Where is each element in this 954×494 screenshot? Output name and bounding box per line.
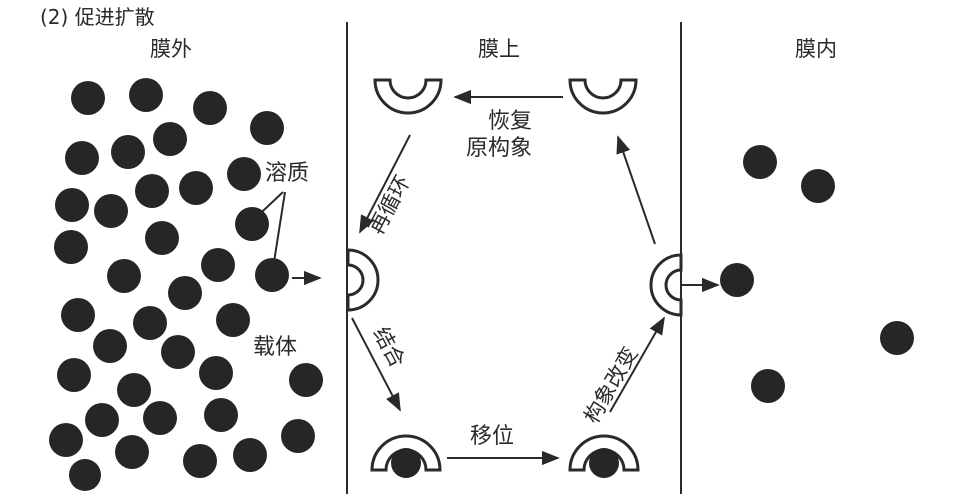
solute-molecule xyxy=(55,188,89,222)
carrier-label: 载体 xyxy=(253,335,297,360)
solute-molecule xyxy=(85,403,119,437)
solute-molecule xyxy=(117,373,151,407)
solute-label: 溶质 xyxy=(265,161,309,186)
carrier-protein xyxy=(568,78,638,115)
return-arrow xyxy=(616,135,656,245)
solute-molecule xyxy=(179,171,213,205)
solute-molecule xyxy=(227,157,261,191)
bind-arrow xyxy=(351,317,401,412)
solute-molecule xyxy=(801,169,835,203)
solute-molecule xyxy=(69,459,101,491)
solute-molecule xyxy=(193,91,227,125)
diagram-title: (2) 促进扩散 xyxy=(40,5,155,29)
solute-pointer-line xyxy=(273,191,286,263)
solute-molecule xyxy=(289,363,323,397)
carrier-recycled xyxy=(373,78,443,115)
solute-molecule xyxy=(111,135,145,169)
solute-molecule xyxy=(143,401,177,435)
solute-molecule xyxy=(201,248,235,282)
solute-molecule xyxy=(199,356,233,390)
solute-molecule xyxy=(183,444,217,478)
recycle-arrow xyxy=(359,134,411,234)
solute-molecule xyxy=(281,419,315,453)
solute-molecule xyxy=(204,398,238,432)
solute-molecule xyxy=(57,358,91,392)
restore-label-line1: 恢复 xyxy=(488,109,532,134)
region-label-membrane: 膜上 xyxy=(478,37,520,61)
carrier-restoring xyxy=(568,78,638,115)
region-label-outside: 膜外 xyxy=(150,37,192,61)
carrier-protein xyxy=(373,78,443,115)
solute-molecule xyxy=(250,111,284,145)
solute-molecule xyxy=(233,438,267,472)
solute-molecule xyxy=(751,369,785,403)
bind-label: 结合 xyxy=(369,323,410,371)
solute-molecule xyxy=(49,423,83,457)
solute-molecule xyxy=(168,276,202,310)
solute-pointer-line xyxy=(245,191,284,228)
solute-molecule xyxy=(94,194,128,228)
carrier-protein xyxy=(346,248,380,312)
solute-molecule xyxy=(65,141,99,175)
restore-label-line2: 原构象 xyxy=(466,136,532,161)
solute-molecule xyxy=(216,303,250,337)
carrier-open-inside xyxy=(649,253,683,317)
inside-solutes xyxy=(720,145,914,403)
bound-solute xyxy=(391,448,421,478)
solute-molecule xyxy=(54,230,88,264)
solute-molecule xyxy=(129,78,163,112)
solute-molecule xyxy=(71,81,105,115)
conformation-arrow xyxy=(609,316,665,413)
solute-molecule xyxy=(107,259,141,293)
solute-molecule xyxy=(743,145,777,179)
carrier-bound-right xyxy=(568,434,640,478)
solute-molecule xyxy=(255,258,289,292)
solute-molecule xyxy=(235,207,269,241)
region-label-inside: 膜内 xyxy=(795,37,837,61)
solute-molecule xyxy=(720,263,754,297)
solute-molecule xyxy=(93,329,127,363)
recycle-label: 再循环 xyxy=(364,171,415,238)
carrier-open-outside xyxy=(346,248,380,312)
conformation-label: 构象改变 xyxy=(580,343,643,428)
solute-molecule xyxy=(161,335,195,369)
solute-molecule xyxy=(61,298,95,332)
bound-solute xyxy=(589,448,619,478)
solute-molecule xyxy=(153,122,187,156)
solute-molecule xyxy=(145,221,179,255)
carrier-bound-left xyxy=(370,434,442,478)
solute-molecule xyxy=(133,306,167,340)
solute-molecule xyxy=(880,321,914,355)
carrier-protein xyxy=(649,253,683,317)
solute-molecule xyxy=(135,174,169,208)
outside-solutes xyxy=(49,78,323,491)
solute-molecule xyxy=(115,435,149,469)
translocate-label: 移位 xyxy=(470,424,514,449)
